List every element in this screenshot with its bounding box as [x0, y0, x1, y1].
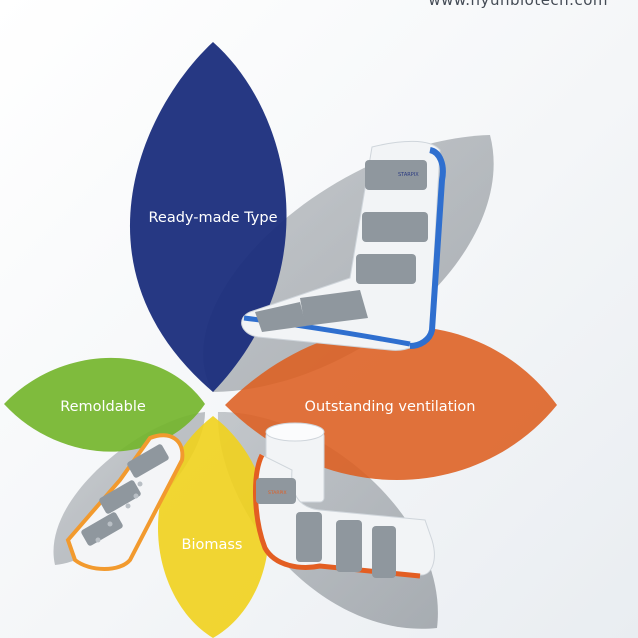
boot-brand-mark: STARPIX [398, 172, 419, 178]
outstanding-ventilation-label: Outstanding ventilation [305, 399, 476, 415]
remoldable-label: Remoldable [60, 399, 146, 415]
website-url: www.hyunbiotech.com [428, 0, 608, 9]
ready-made-type-label: Ready-made Type [148, 210, 277, 226]
foot-orthosis-image: STARPIX [241, 140, 446, 351]
elbow-orthosis-image: STARPIX [253, 422, 435, 579]
wrist-orthosis-image [65, 433, 185, 571]
elbow-brand-mark: STARPIX [268, 490, 287, 496]
yellow-petal [157, 416, 270, 638]
navy-petal [129, 42, 287, 392]
green-petal [4, 357, 205, 452]
biomass-label: Biomass [182, 537, 243, 553]
